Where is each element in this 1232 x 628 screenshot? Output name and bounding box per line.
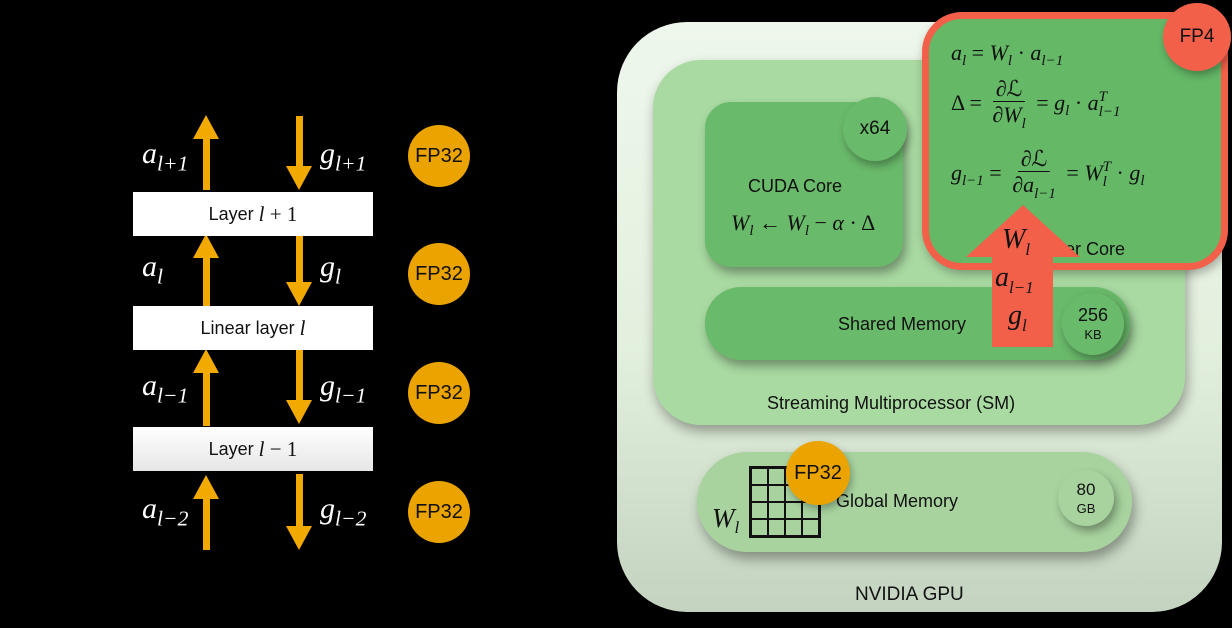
global-memory-title: Global Memory <box>836 491 959 511</box>
transfer-item: gl <box>1008 300 1027 335</box>
activation-arrow-up <box>193 234 219 306</box>
gradient-arrow-down <box>286 233 312 306</box>
cuda-core-title: CUDA Core <box>748 176 843 196</box>
gradient-arrow-down <box>286 474 312 550</box>
precision-badge: FP32 <box>408 243 470 305</box>
global-memory-size-badge: 80 GB <box>1058 470 1114 526</box>
precision-badge: FP32 <box>408 362 470 424</box>
sm-title: Streaming Multiprocessor (SM) <box>767 393 1016 413</box>
transfer-arrow-icon <box>966 205 1080 347</box>
gradient-arrow-down <box>286 349 312 424</box>
tensor-core-title: er Core <box>1065 239 1126 259</box>
cuda-update-rule: Wl ← Wl − α · Δ <box>731 210 876 240</box>
gradient-label: gl−1 <box>320 369 367 408</box>
activation-label: al−1 <box>142 369 189 408</box>
activation-arrow-up <box>193 475 219 550</box>
activation-label: al <box>142 250 163 289</box>
shared-memory-title: Shared Memory <box>838 314 967 334</box>
activation-arrow-up <box>193 115 219 190</box>
global-memory-precision-badge: FP32 <box>786 441 850 505</box>
layer-box-prev: Layer l − 1 <box>133 427 373 471</box>
gradient-arrow-down <box>286 116 312 190</box>
tensor-eq-forward: al = Wl · al−1 <box>951 40 1064 70</box>
gradient-label: gl <box>320 250 341 289</box>
precision-badge: FP32 <box>408 481 470 543</box>
shared-memory-size-badge: 256 KB <box>1062 293 1124 355</box>
gradient-label: gl−2 <box>320 492 367 531</box>
layer-box-linear: Linear layer l <box>133 306 373 350</box>
precision-badge: FP32 <box>408 125 470 187</box>
layer-box-next: Layer l + 1 <box>133 192 373 236</box>
activation-label: al+1 <box>142 137 189 176</box>
tensor-core-precision-badge: FP4 <box>1163 3 1231 71</box>
gradient-label: gl+1 <box>320 137 367 176</box>
tensor-core <box>922 12 1228 270</box>
shared-memory <box>705 287 1130 360</box>
cuda-count-badge: x64 <box>843 97 907 161</box>
transfer-item: al−1 <box>995 262 1034 297</box>
activation-label: al−2 <box>142 492 189 531</box>
weight-matrix-label: Wl <box>712 503 740 538</box>
transfer-item: Wl <box>1002 224 1031 259</box>
activation-arrow-up <box>193 349 219 426</box>
gpu-title: NVIDIA GPU <box>855 584 964 605</box>
